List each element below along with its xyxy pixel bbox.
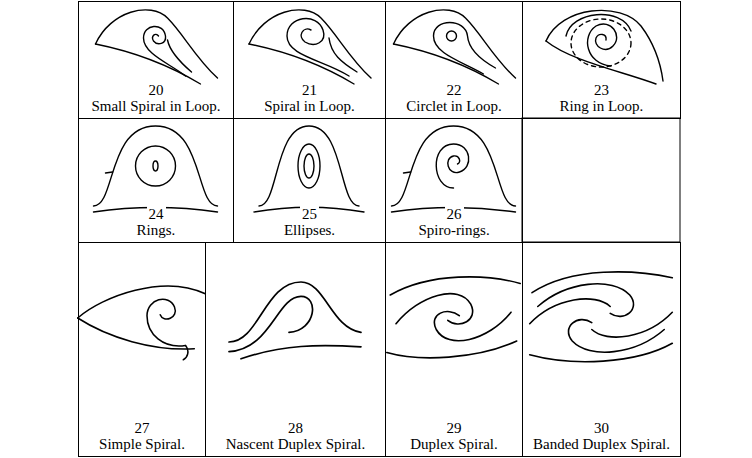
pattern-cell: 30Banded Duplex Spiral. [522, 242, 681, 457]
rings-figure-stroke [153, 161, 158, 171]
ellipses-figure-stroke [298, 144, 320, 188]
pattern-cell: 28Nascent Duplex Spiral. [205, 242, 386, 457]
pattern-cell: 29Duplex Spiral. [385, 242, 523, 457]
ring-in-loop-figure-stroke [546, 10, 663, 81]
rings-figure-stroke [136, 146, 176, 186]
ring-in-loop-figure-stroke [546, 41, 656, 84]
circlet-in-loop-figure-stroke [447, 31, 457, 41]
ring-in-loop-figure-stroke [588, 24, 617, 66]
pattern-cell: 25Ellipses. [233, 118, 386, 243]
pattern-cell: 23Ring in Loop. [522, 1, 681, 119]
spiral-in-loop-figure-stroke [249, 44, 354, 84]
figure-number: 28 [286, 420, 305, 436]
figure-number: 29 [445, 420, 464, 436]
banded-duplex-spiral-figure-stroke [530, 299, 611, 324]
small-spiral-in-loop-figure [96, 10, 218, 84]
banded-duplex-spiral-figure-stroke [568, 320, 664, 353]
pattern-name: Small Spiral in Loop. [89, 98, 222, 114]
figure-number: 23 [592, 82, 611, 98]
spiral-in-loop-figure-stroke [287, 19, 349, 76]
rings-figure-stroke [106, 172, 113, 173]
spiro-rings-figure [392, 126, 516, 212]
banded-duplex-spiral-figure [530, 272, 673, 362]
pattern-name: Ring in Loop. [558, 98, 646, 114]
pattern-name: Nascent Duplex Spiral. [224, 436, 368, 452]
figure-number: 22 [445, 82, 464, 98]
spiral-in-loop-figure-stroke [249, 10, 371, 78]
spiro-rings-figure-stroke [392, 126, 516, 206]
banded-duplex-spiral-figure-stroke [530, 343, 673, 361]
banded-duplex-spiral-figure-stroke [538, 284, 634, 317]
simple-spiral-figure-stroke [147, 299, 186, 346]
pattern-name: Ellipses. [282, 222, 337, 238]
pattern-name: Spiro-rings. [416, 222, 491, 238]
figure-number: 26 [445, 206, 464, 222]
pattern-name: Circlet in Loop. [404, 98, 503, 114]
ring-in-loop-figure [546, 10, 663, 84]
small-spiral-in-loop-figure-stroke [144, 26, 186, 76]
banded-duplex-spiral-figure-stroke [592, 312, 673, 337]
pattern-name: Spiral in Loop. [262, 98, 356, 114]
duplex-spiral-figure-stroke [390, 277, 520, 295]
simple-spiral-figure-stroke [183, 346, 188, 360]
ellipses-figure-stroke [304, 154, 314, 178]
simple-spiral-figure [78, 286, 206, 360]
spiro-rings-figure-stroke [436, 144, 468, 188]
pattern-cell: 26Spiro-rings. [385, 118, 523, 243]
pattern-name: Duplex Spiral. [408, 436, 500, 452]
figure-number: 24 [147, 206, 166, 222]
empty-cell [522, 118, 680, 242]
spiral-in-loop-figure [249, 10, 371, 84]
nascent-duplex-spiral-figure-stroke [229, 282, 361, 342]
circlet-in-loop-figure-stroke [394, 10, 516, 78]
pattern-cell: 22Circlet in Loop. [385, 1, 523, 119]
duplex-spiral-figure-stroke [434, 312, 511, 341]
figure-number: 25 [300, 206, 319, 222]
nascent-duplex-spiral-figure-stroke [241, 346, 361, 359]
small-spiral-in-loop-figure-stroke [168, 40, 192, 72]
duplex-spiral-figure-stroke [387, 341, 517, 358]
circlet-in-loop-figure [394, 10, 516, 84]
ring-in-loop-figure-stroke [571, 19, 631, 67]
figure-number: 27 [133, 420, 152, 436]
pattern-name: Rings. [135, 222, 178, 238]
figure-number: 30 [592, 420, 611, 436]
rings-figure-stroke [94, 126, 218, 206]
pattern-name: Banded Duplex Spiral. [531, 436, 672, 452]
duplex-spiral-figure [387, 277, 520, 358]
circlet-in-loop-figure-stroke [434, 23, 496, 75]
simple-spiral-figure-stroke [78, 318, 195, 349]
pattern-cell: 24Rings. [78, 118, 234, 243]
rings-figure [94, 126, 218, 212]
pattern-cell: 27Simple Spiral. [78, 242, 206, 457]
spiro-rings-figure-stroke [404, 172, 411, 173]
nascent-duplex-spiral-figure-stroke [229, 296, 313, 351]
banded-duplex-spiral-figure-stroke [532, 272, 672, 293]
pattern-cell: 20Small Spiral in Loop. [78, 1, 234, 119]
ellipses-figure [254, 126, 364, 212]
small-spiral-in-loop-figure-stroke [96, 10, 218, 78]
circlet-in-loop-figure-stroke [394, 44, 499, 84]
figure-number: 21 [300, 82, 319, 98]
spiral-in-loop-figure-stroke [329, 38, 357, 72]
figure-number: 20 [147, 82, 166, 98]
nascent-duplex-spiral-figure [229, 282, 361, 359]
ellipses-figure-stroke [259, 126, 359, 206]
pattern-cell: 21Spiral in Loop. [233, 1, 386, 119]
simple-spiral-figure-stroke [78, 286, 206, 318]
pattern-name: Simple Spiral. [97, 436, 187, 452]
